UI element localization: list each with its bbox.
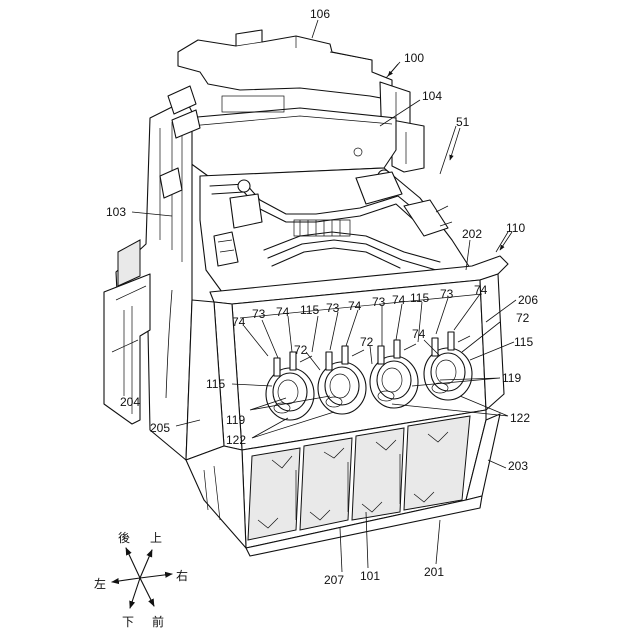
label-72-c: 72 bbox=[516, 311, 530, 325]
top-plate bbox=[186, 96, 396, 176]
label-74-b: 74 bbox=[276, 305, 290, 319]
compass-label-right: 右 bbox=[176, 568, 188, 583]
label-74-a: 74 bbox=[232, 315, 246, 329]
left-lower-housing bbox=[186, 446, 246, 548]
compass-arrow-left bbox=[112, 578, 140, 582]
label-203: 203 bbox=[508, 459, 528, 473]
compass-label-up: 上 bbox=[150, 531, 162, 545]
label-106: 106 bbox=[310, 7, 330, 21]
label-119-b: 119 bbox=[502, 371, 521, 385]
label-115-b: 115 bbox=[410, 291, 429, 305]
compass-arrow-right bbox=[140, 574, 172, 578]
compass-arrow-up bbox=[140, 550, 152, 578]
label-115-c: 115 bbox=[514, 335, 533, 349]
compass-arrow-front bbox=[140, 578, 154, 606]
label-72-a: 72 bbox=[294, 343, 308, 357]
label-73-b: 73 bbox=[326, 301, 340, 315]
label-74-d: 74 bbox=[392, 293, 406, 307]
label-122-b: 122 bbox=[510, 411, 530, 425]
label-72-b: 72 bbox=[360, 335, 374, 349]
label-204: 204 bbox=[120, 395, 140, 409]
arrow-100 bbox=[388, 62, 400, 76]
label-205: 205 bbox=[150, 421, 170, 435]
label-74-f: 74 bbox=[412, 327, 426, 341]
label-103: 103 bbox=[106, 205, 126, 219]
compass-label-down: 下 bbox=[122, 615, 134, 629]
label-206: 206 bbox=[518, 293, 538, 307]
label-122-a: 122 bbox=[226, 433, 246, 447]
compass-arrow-back bbox=[126, 548, 140, 578]
label-51: 51 bbox=[456, 115, 470, 129]
label-110: 110 bbox=[506, 221, 525, 235]
label-100: 100 bbox=[404, 51, 424, 65]
label-115-a: 115 bbox=[300, 303, 319, 317]
label-101: 101 bbox=[360, 569, 380, 583]
label-73-c: 73 bbox=[372, 295, 386, 309]
compass-label-back: 後 bbox=[118, 531, 130, 545]
direction-compass: 後 上 左 右 下 前 bbox=[94, 531, 188, 629]
arrow-51 bbox=[450, 128, 460, 160]
left-side-wall bbox=[104, 86, 200, 460]
compass-label-left: 左 bbox=[94, 576, 106, 591]
label-207: 207 bbox=[324, 573, 344, 587]
label-104: 104 bbox=[422, 89, 442, 103]
compass-label-front: 前 bbox=[152, 614, 164, 629]
label-201: 201 bbox=[424, 565, 444, 579]
label-74-c: 74 bbox=[348, 299, 362, 313]
label-74-e: 74 bbox=[474, 283, 488, 297]
label-119-a: 119 bbox=[226, 413, 245, 427]
label-115-d: 115 bbox=[206, 377, 225, 391]
label-73-a: 73 bbox=[252, 307, 266, 321]
label-202: 202 bbox=[462, 227, 482, 241]
compass-arrow-down bbox=[130, 578, 140, 608]
label-73-d: 73 bbox=[440, 287, 454, 301]
